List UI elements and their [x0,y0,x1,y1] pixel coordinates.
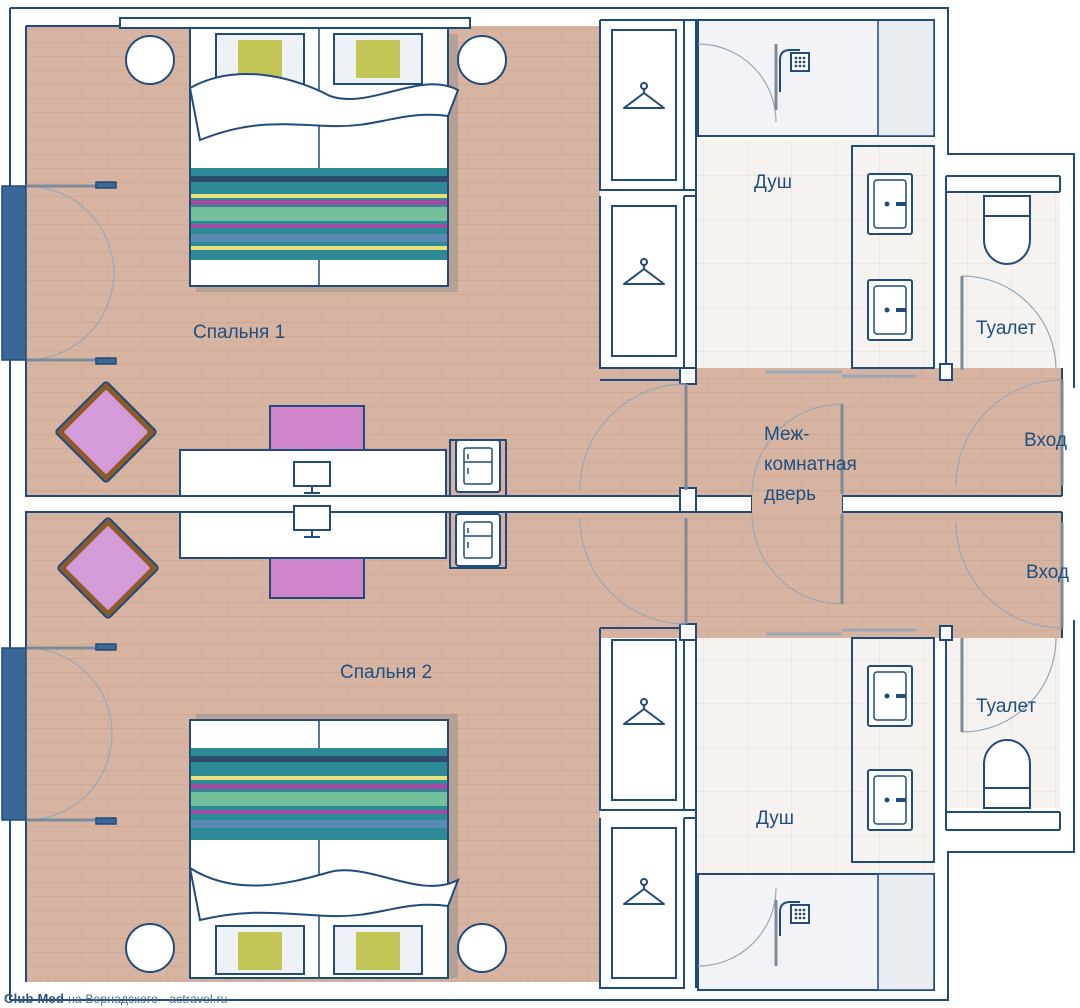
bed-2 [188,714,460,979]
shower-head-icon [779,49,810,92]
toilet-top-label: Туалет [976,318,1036,339]
bedroom-1-label: Спальня 1 [193,322,285,343]
entrance-corridor-bottom [600,512,1062,638]
door-swings [25,43,1063,967]
brand-logo: Club Med [4,991,65,1006]
connecting-door-label-line1: Меж- [764,424,809,445]
nightstand-lamp-left [125,35,175,85]
sink-icon [867,769,913,831]
entrance-corridor-top [600,368,1062,496]
connecting-door-label-line2: комнатная [764,454,857,475]
pillow-right [356,40,400,78]
shower-bottom-label: Душ [756,808,794,829]
bedroom-2-label: Спальня 2 [340,662,432,683]
desk-chair-2 [269,555,365,599]
entrance-top-label: Вход [1024,430,1067,451]
shower-top-label: Душ [754,172,792,193]
nightstand-lamp-left-2 [125,923,175,973]
pillow-left-2 [238,932,282,970]
toilet-icon [983,195,1031,265]
nightstand-lamp-right-2 [457,923,507,973]
sink-icon [867,665,913,727]
bed-1 [188,27,460,292]
watermark-text: на Вернадского · actravel.ru [68,992,228,1006]
armchair-2 [57,517,159,619]
sink-icon [867,173,913,235]
toilet-icon [983,739,1031,809]
armchair-1 [55,381,157,483]
sink-icon [867,279,913,341]
entrance-bottom-label: Вход [1026,562,1069,583]
connecting-door-label-line3: дверь [764,484,816,505]
nightstand-lamp-right [457,35,507,85]
pillow-right-2 [356,932,400,970]
desk-chair-1 [269,405,365,453]
shower-head-icon [779,901,810,936]
toilet-bottom-label: Туалет [976,696,1036,717]
pillow-left [238,40,282,78]
